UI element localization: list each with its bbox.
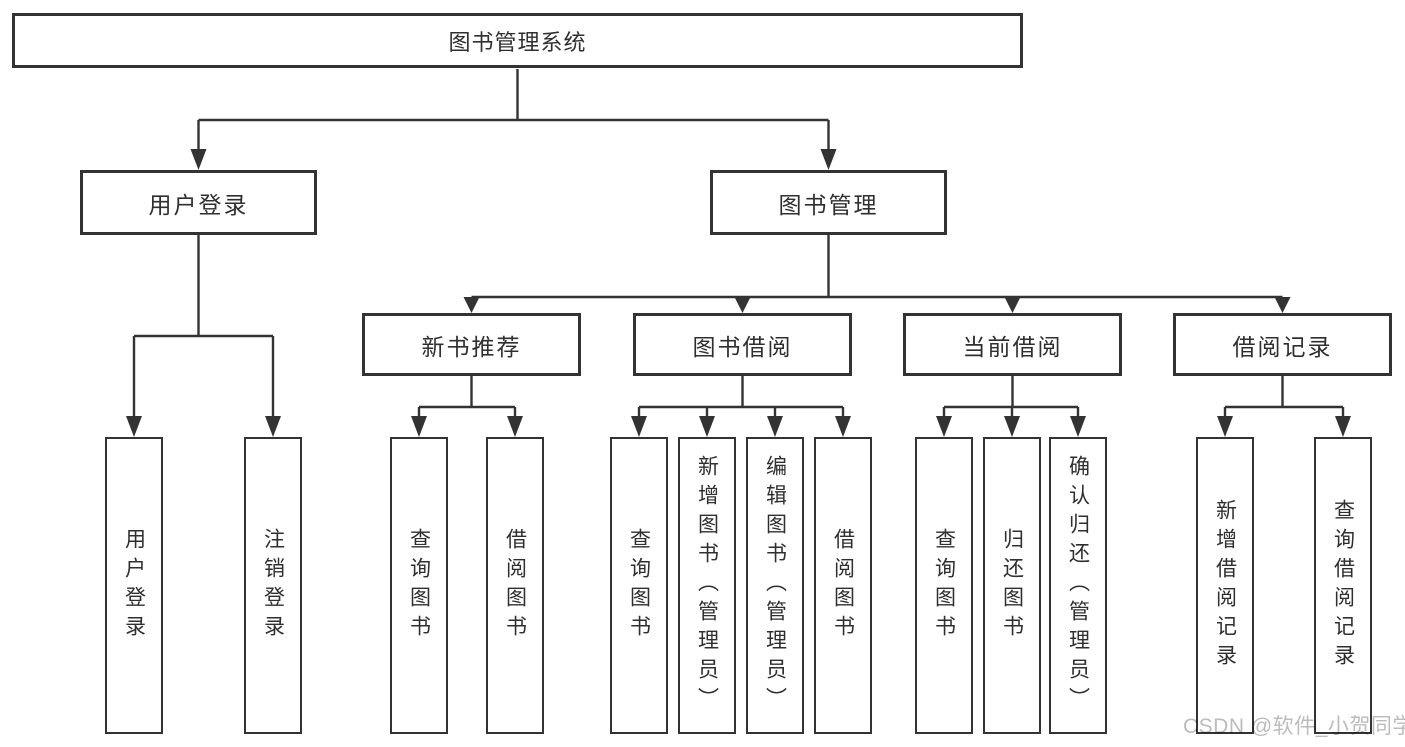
leaf-user-login-label: 用户登录 <box>122 527 146 644</box>
leaf-borrowing-query-books: 查询图书 <box>610 437 668 734</box>
leaf-current-query-books-label: 查询图书 <box>932 527 956 644</box>
leaf-borrowing-borrow-books-label: 借阅图书 <box>831 527 855 644</box>
node-new-book-recommend: 新书推荐 <box>362 313 581 376</box>
csdn-watermark: CSDN @软件_小贺同学 <box>1183 715 1405 738</box>
node-user-login: 用户登录 <box>80 170 317 235</box>
leaf-user-login: 用户登录 <box>105 437 163 734</box>
node-book-borrowing-label: 图书借阅 <box>692 333 793 360</box>
leaf-borrowing-edit-books-admin: 编辑图书（管理员） <box>746 437 804 734</box>
leaf-borrowing-query-books-label: 查询图书 <box>627 527 651 644</box>
node-book-borrowing: 图书借阅 <box>633 313 852 376</box>
node-current-borrowing: 当前借阅 <box>903 313 1122 376</box>
leaf-current-return-books: 归还图书 <box>983 437 1041 734</box>
node-book-management: 图书管理 <box>710 170 947 235</box>
connector-edges <box>132 69 1345 419</box>
leaf-current-query-books: 查询图书 <box>915 437 973 734</box>
node-borrowing-records: 借阅记录 <box>1173 313 1392 376</box>
leaf-recommend-query-books: 查询图书 <box>390 437 448 734</box>
node-current-borrowing-label: 当前借阅 <box>962 333 1063 360</box>
node-root: 图书管理系统 <box>12 13 1023 68</box>
leaf-logout-login-label: 注销登录 <box>261 527 285 644</box>
leaf-logout-login: 注销登录 <box>244 437 302 734</box>
leaf-recommend-borrow-books-label: 借阅图书 <box>503 527 527 644</box>
leaf-records-query-borrow-record: 查询借阅记录 <box>1314 437 1372 734</box>
leaf-current-confirm-return-admin-label: 确认归还（管理员） <box>1066 455 1090 716</box>
node-new-book-recommend-label: 新书推荐 <box>421 333 522 360</box>
node-user-login-label: 用户登录 <box>148 191 249 218</box>
leaf-current-confirm-return-admin: 确认归还（管理员） <box>1049 437 1107 734</box>
leaf-borrowing-add-books-admin-label: 新增图书（管理员） <box>695 455 719 716</box>
node-book-management-label: 图书管理 <box>778 191 879 218</box>
leaf-borrowing-borrow-books: 借阅图书 <box>814 437 872 734</box>
leaf-recommend-borrow-books: 借阅图书 <box>486 437 544 734</box>
node-borrowing-records-label: 借阅记录 <box>1232 333 1333 360</box>
leaf-records-add-borrow-record-label: 新增借阅记录 <box>1213 498 1237 673</box>
node-root-label: 图书管理系统 <box>448 29 587 55</box>
leaf-borrowing-edit-books-admin-label: 编辑图书（管理员） <box>763 455 787 716</box>
leaf-recommend-query-books-label: 查询图书 <box>407 527 431 644</box>
leaf-borrowing-add-books-admin: 新增图书（管理员） <box>678 437 736 734</box>
leaf-records-query-borrow-record-label: 查询借阅记录 <box>1331 498 1355 673</box>
leaf-records-add-borrow-record: 新增借阅记录 <box>1196 437 1254 734</box>
leaf-current-return-books-label: 归还图书 <box>1000 527 1024 644</box>
